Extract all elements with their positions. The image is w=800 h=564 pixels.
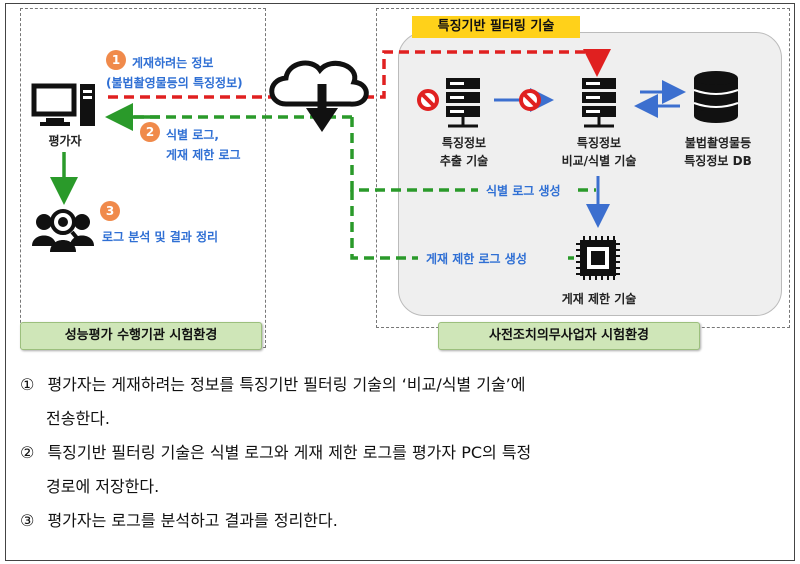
evaluator-label: 평가자 bbox=[48, 134, 82, 148]
step3-badge: 3 bbox=[100, 201, 120, 221]
note-2: ② 특징기반 필터링 기술은 식별 로그와 게재 제한 로그를 평가자 PC의 … bbox=[20, 436, 790, 504]
extract-line2: 추출 기술 bbox=[439, 154, 489, 168]
block-icon bbox=[519, 89, 541, 111]
chip-icon bbox=[576, 236, 620, 280]
step1-badge: 1 bbox=[106, 50, 126, 70]
db-line1: 불법촬영물등 bbox=[684, 136, 752, 150]
note-3: ③ 평가자는 로그를 분석하고 결과를 정리한다. bbox=[20, 504, 790, 538]
left-env-label: 성능평가 수행기관 시험환경 bbox=[20, 322, 262, 350]
restrict-log-gen-label: 게재 제한 로그 생성 bbox=[424, 250, 529, 267]
step1-line1: 게재하려는 정보 bbox=[132, 56, 214, 70]
step2-line1: 식별 로그, bbox=[166, 128, 219, 142]
compare-line1: 특징정보 bbox=[576, 136, 622, 150]
extract-line1: 특징정보 bbox=[441, 136, 487, 150]
note-2-num: ② bbox=[20, 443, 35, 462]
restrict-log-arrow bbox=[350, 190, 418, 260]
step2-badge: 2 bbox=[140, 122, 160, 142]
restrict-tech-label: 게재 제한 기술 bbox=[561, 292, 637, 306]
right-env-label: 사전조치의무사업자 시험환경 bbox=[438, 322, 700, 350]
note-3-line1: 평가자는 로그를 분석하고 결과를 정리한다. bbox=[47, 511, 338, 530]
compare-server-icon bbox=[582, 78, 616, 128]
block-icon bbox=[417, 89, 439, 111]
note-1: ① 평가자는 게재하려는 정보를 특징기반 필터링 기술의 ‘비교/식별 기술’… bbox=[20, 368, 790, 436]
notes-list: ① 평가자는 게재하려는 정보를 특징기반 필터링 기술의 ‘비교/식별 기술’… bbox=[20, 368, 790, 538]
note-1-line2: 전송한다. bbox=[46, 409, 110, 428]
cloud-icon bbox=[269, 60, 369, 132]
compare-line2: 비교/식별 기술 bbox=[561, 154, 637, 168]
filtering-header: 특징기반 필터링 기술 bbox=[412, 16, 580, 38]
computer-icon bbox=[31, 83, 95, 126]
db-line2: 특징정보 DB bbox=[684, 154, 752, 168]
analysts-icon bbox=[32, 209, 94, 252]
database-icon bbox=[693, 71, 739, 123]
note-1-num: ① bbox=[20, 375, 35, 394]
step3-label: 로그 분석 및 결과 정리 bbox=[102, 230, 219, 244]
note-2-line1: 특징기반 필터링 기술은 식별 로그와 게재 제한 로그를 평가자 PC의 특정 bbox=[47, 443, 532, 462]
step2-line2: 게재 제한 로그 bbox=[166, 148, 241, 162]
note-1-line1: 평가자는 게재하려는 정보를 특징기반 필터링 기술의 ‘비교/식별 기술’에 bbox=[47, 375, 526, 394]
figure-frame bbox=[5, 3, 795, 561]
id-log-gen-label: 식별 로그 생성 bbox=[484, 182, 563, 199]
extract-server-icon bbox=[446, 78, 480, 128]
note-2-line2: 경로에 저장한다. bbox=[46, 477, 160, 496]
step1-line2: (불법촬영물등의 특징정보) bbox=[106, 76, 243, 90]
note-3-num: ③ bbox=[20, 511, 35, 530]
